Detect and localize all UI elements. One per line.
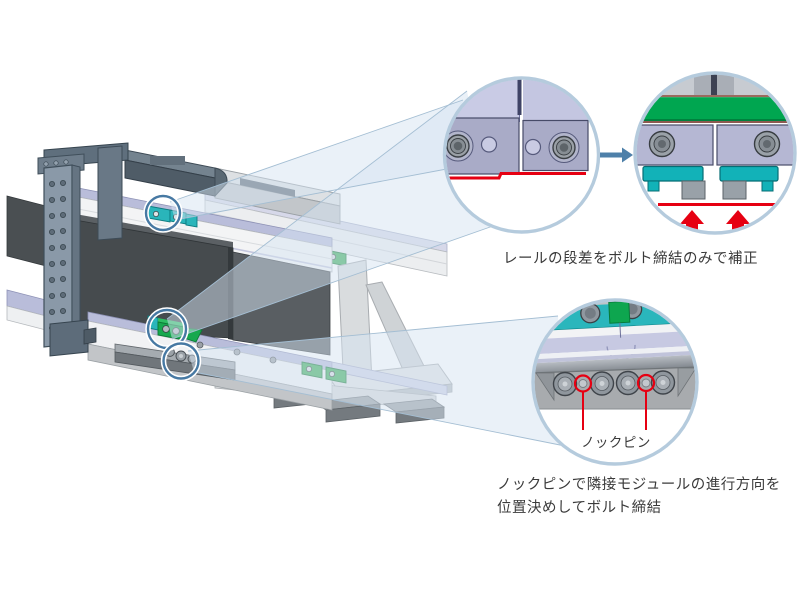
knock-pin-highlight-right (636, 373, 656, 393)
machine-callout-rings (143, 193, 202, 382)
module-cross-section-bands (534, 301, 696, 376)
aligned-red-line (658, 203, 776, 206)
callout-top-rail-joint (144, 194, 182, 232)
rail-bolt-left (446, 130, 474, 162)
knock-pin-right (641, 378, 651, 388)
clamp-cylinder-right (722, 180, 747, 200)
caption-rail-step: レールの段差をボルト締結のみで補正 (503, 250, 758, 267)
knock-pin-highlight-left (573, 374, 593, 393)
rail-joint-slit (517, 79, 522, 115)
caption-knock-pin-line2: 位置決めしてボルト締結 (497, 499, 662, 516)
rail-hole-right (524, 138, 542, 156)
clamp-cylinder-left (681, 180, 706, 200)
before-after-arrow-icon (600, 147, 633, 163)
detail-ring-1 (442, 76, 601, 234)
near-carriage (124, 149, 228, 198)
corrected-bolt-left (648, 130, 676, 158)
knock-pin-left (578, 379, 588, 388)
rail-bolt-right (548, 132, 580, 163)
leader-wedges (166, 90, 566, 447)
step-indicator-red-line (446, 172, 586, 180)
vertical-column (37, 142, 129, 357)
knock-pin-label: ノックピン (581, 435, 651, 450)
base-bolts (552, 370, 676, 397)
green-joint-block (608, 301, 631, 324)
detail-ring-2 (633, 71, 797, 235)
detail-rail-step-after (633, 71, 797, 235)
corrected-rail-green-block (636, 97, 794, 121)
callout-base-joint (162, 342, 200, 380)
rail-hole-left (480, 136, 498, 153)
caption-knock-pin-line1: ノックピンで隣接モジュールの進行方向を (497, 476, 781, 493)
detail-ring-3 (531, 298, 699, 466)
push-up-arrows (680, 210, 750, 232)
teal-clamp-bars (642, 165, 779, 192)
corrected-bolt-right (753, 130, 781, 158)
